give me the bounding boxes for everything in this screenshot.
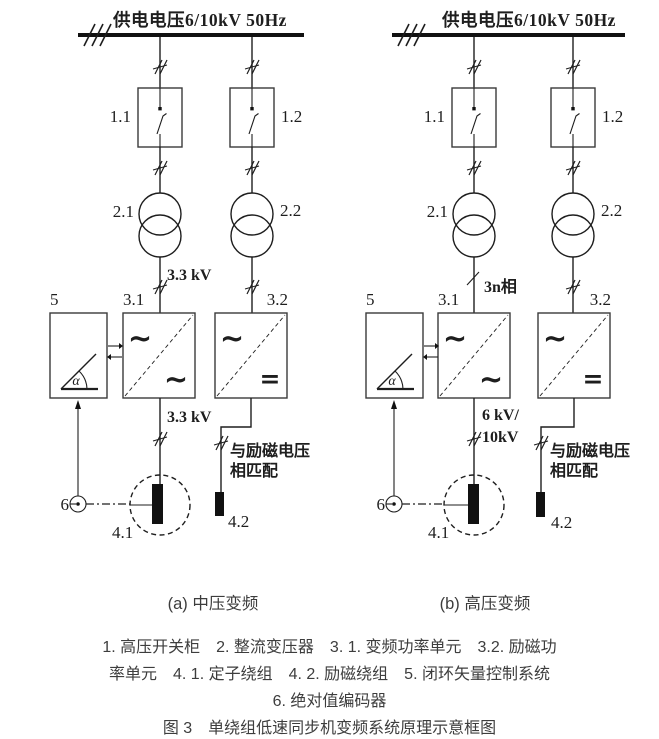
supply-voltage-label: 供电电压6/10kV 50Hz [441,10,616,30]
excitation-note: 相匹配 [230,461,278,480]
switch-icon [156,88,167,147]
control-label: 5 [366,290,375,309]
bidirectional-arrow-icon [107,343,123,360]
stator-label: 4.1 [428,523,449,542]
ac-icon: ~ [543,321,567,355]
transformer-icon [138,192,182,258]
ac-icon: ~ [479,362,503,396]
dc-icon: = [260,364,281,393]
converter-exc-label: 3.2 [267,290,288,309]
legend-line-2: 率单元 4. 1. 定子绕组 4. 2. 励磁绕组 5. 闭环矢量控制系统 [109,666,550,683]
stator-winding-bar [468,484,479,524]
breaker-label: 1.1 [110,107,131,126]
converter-main-label: 3.1 [438,290,459,309]
link-voltage-label: 3.3 kV [167,267,212,284]
switch-icon [470,88,481,147]
angle-control-icon: α [376,353,414,391]
converter-main-label: 3.1 [123,290,144,309]
bidirectional-arrow-icon [423,343,439,360]
encoder-label: 6 [377,495,386,514]
excitation-note: 与励磁电压 [230,441,310,460]
ac-icon: ~ [443,321,467,355]
vector-control-box [49,312,108,399]
diagram-a: 供电电压6/10kV 50Hz 1.1 2.1 3.3 kV [49,10,310,613]
diagram-b: 供电电压6/10kV 50Hz 1.1 2.1 3n相 [365,10,630,613]
legend-line-1: 1. 高压开关柜 2. 整流变压器 3. 1. 变频功率单元 3.2. 励磁功 [102,639,557,656]
breaker-label: 1.2 [602,107,623,126]
ac-icon: ~ [128,321,152,355]
subfigure-caption-a: (a) 中压变频 [168,594,259,613]
ac-icon: ~ [220,321,244,355]
arrow-up-icon [391,400,397,409]
excitation-note: 相匹配 [550,461,598,480]
figure-caption: 图 3 单绕组低速同步机变频系统原理示意框图 [162,720,497,737]
busbar [78,33,304,37]
schematic-canvas: 供电电压6/10kV 50Hz 1.1 2.1 3.3 kV [49,10,630,613]
converter-diagonal [539,314,609,397]
transformer-icon [551,192,595,258]
transformer-label: 2.2 [280,201,301,220]
encoder-icon [69,495,87,513]
legend-line-3: 6. 绝对值编码器 [272,693,387,710]
alpha-symbol: α [72,374,80,389]
alpha-symbol: α [388,374,396,389]
excitation-label: 4.2 [228,512,249,531]
breaker-label: 1.1 [424,107,445,126]
output-voltage-label: 10kV [482,429,519,446]
arrow-up-icon [75,400,81,409]
converter-exc-label: 3.2 [590,290,611,309]
vector-control-box [365,312,424,399]
converter-diagonal [439,314,509,397]
transformer-icon [230,192,274,258]
switch-icon [248,88,259,147]
transformer-label: 2.1 [427,202,448,221]
transformer-icon [452,192,496,258]
ac-icon: ~ [164,362,188,396]
excitation-winding-bar [536,492,545,517]
transformer-label: 2.1 [113,202,134,221]
busbar [392,33,625,37]
converter-diagonal [216,314,286,397]
transformer-label: 2.2 [601,201,622,220]
stator-label: 4.1 [112,523,133,542]
excitation-note: 与励磁电压 [550,441,630,460]
breaker-label: 1.2 [281,107,302,126]
supply-voltage-label: 供电电压6/10kV 50Hz [112,10,287,30]
phase-slash-icon [466,271,480,286]
angle-control-icon: α [60,353,98,391]
excitation-winding-bar [215,492,224,516]
excitation-wire [220,398,252,492]
excitation-wire [540,398,575,492]
encoder-icon [385,495,403,513]
output-voltage-label: 6 kV/ [482,407,519,424]
stator-winding-bar [152,484,163,524]
dc-icon: = [583,364,604,393]
figure-legend: 1. 高压开关柜 2. 整流变压器 3. 1. 变频功率单元 3.2. 励磁功 … [0,634,659,739]
output-voltage-label: 3.3 kV [167,409,212,426]
control-label: 5 [50,290,59,309]
subfigure-caption-b: (b) 高压变频 [440,594,531,613]
converter-diagonal [124,314,194,397]
switch-icon [569,88,580,147]
excitation-label: 4.2 [551,513,572,532]
encoder-label: 6 [61,495,70,514]
phase-label: 3n相 [484,277,517,296]
